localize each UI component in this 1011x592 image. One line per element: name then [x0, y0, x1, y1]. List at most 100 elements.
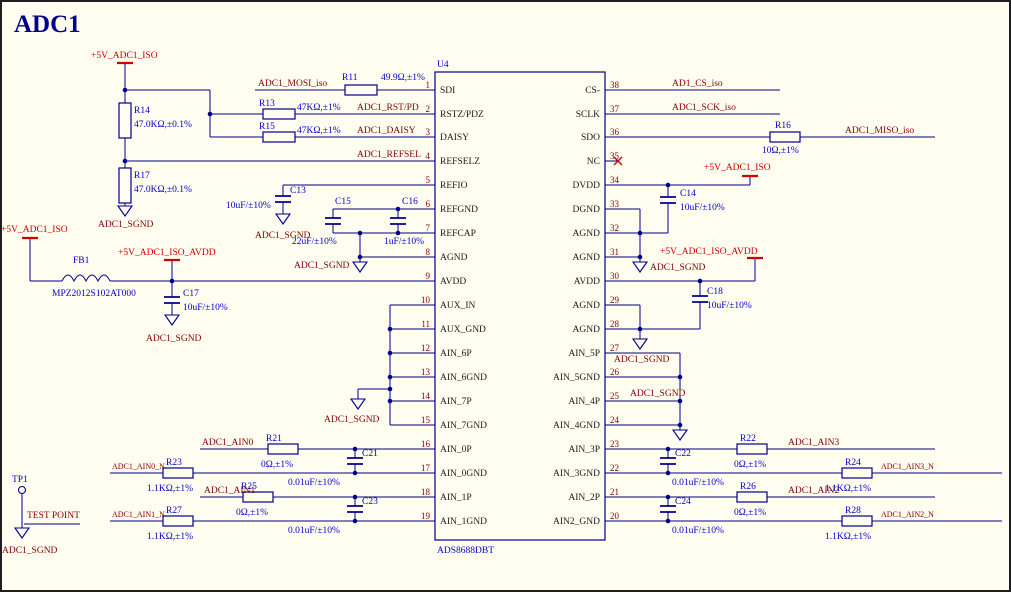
pin-number-left-2: 2 [426, 104, 431, 114]
resistor-body [262, 108, 296, 120]
net-label-ain1-n[interactable]: ADC1_AIN1_N [112, 510, 165, 519]
net-label-ain3-n[interactable]: ADC1_AIN3_N [881, 462, 934, 471]
gnd-label-c13[interactable]: ADC1_SGND [255, 231, 311, 241]
net-label-sck[interactable]: ADC1_SCK_iso [672, 103, 736, 113]
test-point-comment: TEST POINT [27, 511, 80, 521]
ic-designator: U4 [437, 60, 449, 70]
resistor-value: 0Ω,±1% [261, 460, 293, 470]
test-point-TP1[interactable]: TP1 TEST POINT [12, 475, 80, 521]
capacitor-value: 1uF/±10% [384, 237, 424, 247]
capacitor-C23[interactable]: C23 0.01uF/±10% [288, 497, 378, 536]
capacitor-value: 0.01uF/±10% [672, 526, 724, 536]
net-label-cs[interactable]: AD1_CS_iso [672, 79, 723, 89]
resistor-ref: R17 [134, 171, 150, 181]
ic-u4[interactable]: U4 ADS8688DBT SDI1RSTZ/PDZ2DAISY3REFSELZ… [421, 60, 620, 556]
net-label-ain0-n[interactable]: ADC1_AIN0_N [112, 462, 165, 471]
capacitor-value: 0.01uF/±10% [288, 526, 340, 536]
capacitor-C24[interactable]: C24 0.01uF/±10% [660, 497, 724, 536]
capacitor-C18[interactable]: C18 10uF/±10% [692, 287, 752, 311]
resistor-R21[interactable]: R21 0Ω,±1% [261, 434, 299, 470]
pin-number-right-25: 25 [610, 391, 620, 401]
net-label-ain0[interactable]: ADC1_AIN0 [202, 438, 253, 448]
resistor-body [769, 131, 801, 143]
resistor-R13[interactable]: R13 47KΩ,±1% [259, 99, 341, 120]
capacitor-plates [275, 195, 291, 203]
pin-name-left-2: RSTZ/PDZ [440, 110, 484, 120]
pin-number-right-30: 30 [610, 271, 620, 281]
no-connect-icon [613, 156, 623, 166]
resistor-value: 1.1KΩ,±1% [147, 484, 193, 494]
resistor-R25[interactable]: R25 0Ω,±1% [236, 482, 274, 518]
resistor-R24[interactable]: R24 1.1KΩ,±1% [825, 458, 873, 494]
capacitor-ref: C17 [183, 289, 199, 299]
ferrite-bead-FB1[interactable]: FB1 MPZ2012S102AT000 [52, 256, 136, 299]
pin-name-right-38: CS- [585, 86, 600, 96]
capacitor-C21[interactable]: C21 0.01uF/±10% [288, 449, 378, 488]
net-label-mosi[interactable]: ADC1_MOSI_iso [258, 79, 327, 89]
gnd-label-left-bus[interactable]: ADC1_SGND [324, 415, 380, 425]
capacitor-C13[interactable]: C13 10uF/±10% [226, 186, 306, 211]
capacitor-C15[interactable]: C15 22uF/±10% [292, 197, 351, 247]
net-label-miso[interactable]: ADC1_MISO_iso [845, 126, 914, 136]
resistor-body [736, 491, 768, 503]
resistor-R28[interactable]: R28 1.1KΩ,±1% [825, 506, 873, 542]
gnd-label-agnd[interactable]: ADC1_SGND [614, 355, 670, 365]
resistor-body [736, 443, 768, 455]
resistor-R15[interactable]: R15 47KΩ,±1% [259, 122, 341, 143]
resistor-ref: R16 [775, 121, 791, 131]
pin-name-right-28: AGND [573, 325, 601, 335]
resistor-R14[interactable]: R14 47.0KΩ,±0.1% [118, 102, 192, 139]
power-label-5v-right[interactable]: +5V_ADC1_ISO [704, 163, 771, 173]
capacitor-C17[interactable]: C17 10uF/±10% [164, 289, 228, 313]
net-label-ain1[interactable]: ADC1_AIN1 [204, 486, 255, 496]
capacitor-ref: C24 [675, 497, 691, 507]
resistor-ref: R11 [342, 73, 358, 83]
net-label-daisy[interactable]: ADC1_DAISY [357, 126, 416, 136]
pin-number-right-20: 20 [610, 511, 620, 521]
pin-name-right-32: AGND [573, 229, 601, 239]
pin-number-right-26: 26 [610, 367, 620, 377]
resistor-value: 0Ω,±1% [236, 508, 268, 518]
resistor-R26[interactable]: R26 0Ω,±1% [734, 482, 768, 518]
pin-name-left-16: AIN_0P [440, 445, 472, 455]
resistor-R22[interactable]: R22 0Ω,±1% [734, 434, 768, 470]
net-label-ain2-n[interactable]: ADC1_AIN2_N [881, 510, 934, 519]
ic-body [434, 71, 606, 541]
resistor-ref: R13 [259, 99, 275, 109]
resistor-body [162, 467, 194, 479]
pin-number-right-36: 36 [610, 127, 620, 137]
power-label-avdd-right[interactable]: +5V_ADC1_ISO_AVDD [660, 247, 758, 257]
capacitor-plates [660, 505, 676, 513]
power-label-5v-left[interactable]: +5V_ADC1_ISO [1, 225, 68, 235]
pin-number-right-24: 24 [610, 415, 620, 425]
pin-number-right-33: 33 [610, 199, 620, 209]
power-label-5v-top[interactable]: +5V_ADC1_ISO [91, 51, 158, 61]
net-label-rst-pd[interactable]: ADC1_RST/PD [357, 103, 419, 113]
power-label-avdd-left[interactable]: +5V_ADC1_ISO_AVDD [118, 248, 216, 258]
pin-name-right-22: AIN_3GND [553, 469, 600, 479]
gnd-label-tp1[interactable]: ADC1_SGND [2, 546, 58, 556]
gnd-label-c17[interactable]: ADC1_SGND [146, 334, 202, 344]
net-label-refsel[interactable]: ADC1_REFSEL [357, 150, 421, 160]
resistor-R16[interactable]: R16 10Ω,±1% [762, 121, 801, 156]
capacitor-C14[interactable]: C14 10uF/±10% [660, 189, 725, 213]
net-label-ain3[interactable]: ADC1_AIN3 [788, 438, 839, 448]
gnd-label-refcap[interactable]: ADC1_SGND [294, 261, 350, 271]
gnd-label-dgnd[interactable]: ADC1_SGND [650, 263, 706, 273]
test-point-ref: TP1 [12, 475, 28, 485]
capacitor-C16[interactable]: C16 1uF/±10% [384, 197, 424, 247]
pin-name-right-35: NC [587, 157, 600, 167]
resistor-body [841, 467, 873, 479]
resistor-R23[interactable]: R23 1.1KΩ,±1% [147, 458, 194, 494]
net-label-ain2[interactable]: ADC1_AIN2 [788, 486, 839, 496]
gnd-label-r17[interactable]: ADC1_SGND [98, 220, 154, 230]
capacitor-plates [347, 457, 363, 465]
resistor-R27[interactable]: R27 1.1KΩ,±1% [147, 506, 194, 542]
resistor-R17[interactable]: R17 47.0KΩ,±0.1% [118, 167, 192, 204]
pin-number-left-19: 19 [421, 511, 431, 521]
gnd-label-right-bus[interactable]: ADC1_SGND [630, 389, 686, 399]
capacitor-C22[interactable]: C22 0.01uF/±10% [660, 449, 724, 488]
resistor-R11[interactable]: R11 49.9Ω,±1% [342, 73, 425, 96]
pin-number-left-5: 5 [426, 175, 431, 185]
